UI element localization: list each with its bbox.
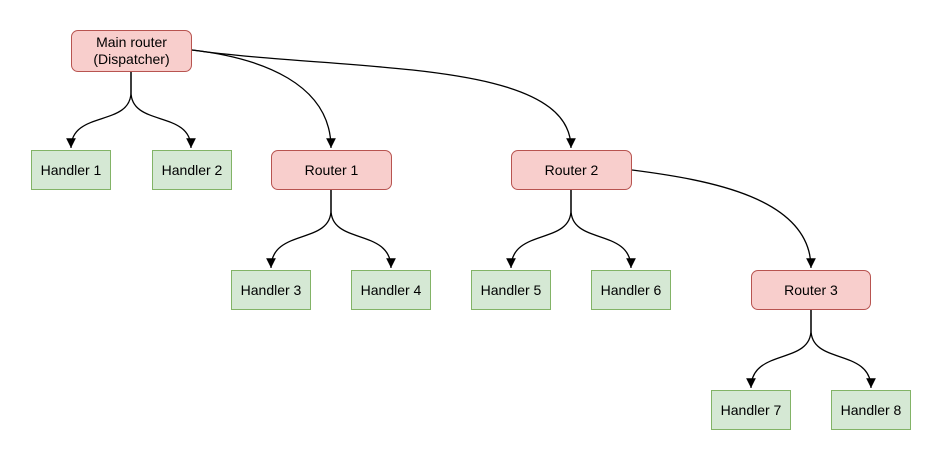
node-handler7[interactable]: Handler 7 [711,390,791,430]
node-handler2-label: Handler 2 [161,161,223,178]
node-router2-label: Router 2 [544,161,599,178]
node-handler3[interactable]: Handler 3 [231,270,311,310]
node-main-router[interactable]: Main router (Dispatcher) [71,30,192,72]
node-handler8[interactable]: Handler 8 [831,390,911,430]
edge-router1-to-handler3 [266,190,332,269]
node-router3-label: Router 3 [784,281,838,298]
node-handler2[interactable]: Handler 2 [152,150,232,190]
node-handler8-label: Handler 8 [840,401,902,418]
node-router2[interactable]: Router 2 [511,150,632,190]
edge-router3-to-handler7 [746,310,812,389]
edge-router2-to-router3 [631,169,816,269]
node-main-router-label-line2: (Dispatcher) [93,51,170,67]
node-handler1-label: Handler 1 [40,161,102,178]
edge-router2-to-handler6 [570,190,636,269]
edge-main-router-to-handler2 [130,72,196,149]
node-handler1[interactable]: Handler 1 [31,150,111,190]
node-handler4-label: Handler 4 [360,281,422,298]
node-router1-label: Router 1 [304,161,359,178]
edge-router1-to-handler4 [330,190,396,269]
edge-main-router-to-router1 [191,49,336,149]
node-handler6-label: Handler 6 [600,281,662,298]
node-handler4[interactable]: Handler 4 [351,270,431,310]
edge-main-router-to-handler1 [66,72,132,149]
node-router1[interactable]: Router 1 [271,150,392,190]
edge-router2-to-handler5 [506,190,572,269]
node-main-router-label-line1: Main router [96,34,167,50]
edge-main-router-to-router2 [191,49,576,149]
node-handler7-label: Handler 7 [720,401,782,418]
node-handler6[interactable]: Handler 6 [591,270,671,310]
node-router3[interactable]: Router 3 [751,270,871,310]
node-handler3-label: Handler 3 [240,281,302,298]
node-handler5[interactable]: Handler 5 [471,270,551,310]
edge-router3-to-handler8 [810,310,876,389]
node-handler5-label: Handler 5 [480,281,542,298]
